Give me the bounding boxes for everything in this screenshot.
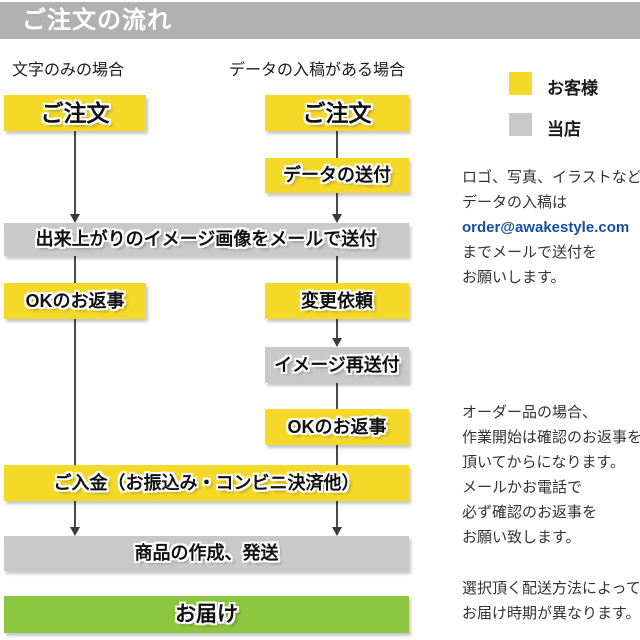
- flow-line: [336, 445, 338, 465]
- flow-step-image-resend: イメージ再送付: [265, 347, 409, 383]
- customer-color-swatch: [509, 72, 532, 95]
- flow-line: [336, 256, 338, 283]
- page-title: ご注文の流れ: [22, 7, 172, 34]
- flow-line: [74, 130, 76, 216]
- flow-step-payment: ご入金（お振込み・コンビニ決済他）: [4, 465, 409, 501]
- note-line: 頂いてからになります。: [462, 454, 626, 471]
- flow-line: [336, 193, 338, 216]
- flow-step-data-send: データの送付: [265, 158, 409, 193]
- note-line: ロゴ、写真、イラストなど: [462, 169, 640, 186]
- note-line: お届け時期が異なります。: [462, 605, 640, 622]
- note-order-confirmation: オーダー品の場合、 作業開始は確認のお返事を 頂いてからになります。 メールかお…: [462, 400, 640, 550]
- note-line: オーダー品の場合、: [462, 404, 598, 421]
- arrow-down-icon: [70, 527, 80, 536]
- title-bar: ご注文の流れ: [0, 2, 640, 39]
- flow-step-ok-reply-left: OKのお返事: [4, 283, 146, 319]
- column-header-with-data: データの入稿がある場合: [229, 62, 406, 79]
- note-line: お願いします。: [462, 269, 566, 286]
- flow-line: [74, 256, 76, 465]
- note-line: データの入稿は: [462, 194, 568, 211]
- flow-line: [336, 319, 338, 340]
- flow-line: [74, 501, 76, 529]
- note-line: 選択頂く配送方法によって: [462, 580, 640, 597]
- flow-step-ok-reply-right: OKのお返事: [265, 409, 409, 445]
- flow-step-order-left: ご注文: [4, 95, 146, 131]
- arrow-down-icon: [70, 214, 80, 223]
- note-data-submission: ロゴ、写真、イラストなど データの入稿は order@awakestyle.co…: [462, 165, 640, 290]
- flow-step-production: 商品の作成、発送: [4, 536, 409, 571]
- arrow-down-icon: [332, 338, 342, 347]
- flow-line: [336, 130, 338, 158]
- column-header-text-only: 文字のみの場合: [12, 62, 125, 79]
- legend-customer-label: お客様: [547, 79, 598, 98]
- note-line: 必ず確認のお返事を: [462, 504, 598, 521]
- flow-line: [336, 383, 338, 409]
- flow-step-change-request: 変更依頼: [265, 283, 409, 319]
- note-line: までメールで送付を: [462, 244, 598, 261]
- flow-step-image-send: 出来上がりのイメージ画像をメールで送付: [4, 223, 409, 256]
- arrow-down-icon: [332, 214, 342, 223]
- legend-shop-label: 当店: [547, 120, 581, 139]
- email-link[interactable]: order@awakestyle.com: [462, 219, 630, 236]
- note-line: お願い致します。: [462, 529, 581, 546]
- note-line: 作業開始は確認のお返事を: [462, 429, 640, 446]
- arrow-down-icon: [332, 527, 342, 536]
- flow-step-delivery: お届け: [4, 596, 409, 633]
- note-line: メールかお電話で: [462, 479, 583, 496]
- flow-step-order-right: ご注文: [265, 95, 409, 131]
- shop-color-swatch: [509, 113, 532, 136]
- flow-line: [336, 501, 338, 529]
- note-shipping: 選択頂く配送方法によって お届け時期が異なります。: [462, 576, 640, 626]
